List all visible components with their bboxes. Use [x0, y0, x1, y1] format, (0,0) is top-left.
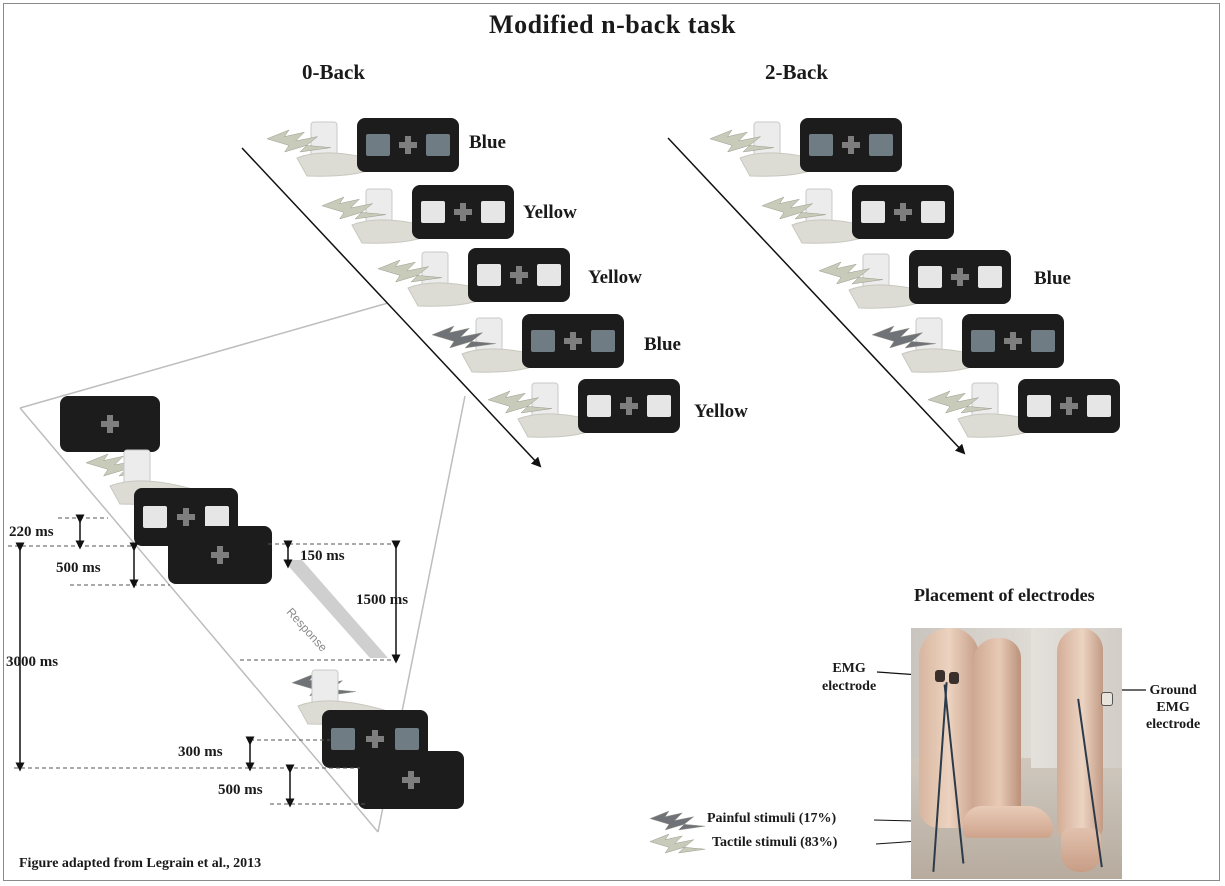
leg-icon	[311, 669, 339, 705]
right-square	[869, 134, 893, 156]
electrodes-title: Placement of electrodes	[914, 585, 1095, 605]
fixation-cross-icon	[1060, 397, 1078, 415]
fixation-cross-icon	[402, 771, 420, 789]
fixation-cross-icon	[842, 136, 860, 154]
fixation-cross-icon	[211, 546, 229, 564]
trial	[818, 250, 1011, 309]
right-square	[426, 134, 450, 156]
left-square	[861, 201, 885, 223]
fixation-cross-icon	[1004, 332, 1022, 350]
response-bar	[283, 560, 388, 658]
timing-3000ms: 3000 ms	[6, 654, 59, 670]
legend-tactile: Tactile stimuli (83%)	[712, 835, 838, 850]
header-2-back: 2-Back	[765, 60, 828, 84]
right-square	[537, 264, 561, 286]
right-square	[395, 728, 419, 750]
painful-bolt-icon	[431, 325, 496, 349]
trial	[871, 314, 1064, 373]
right-square	[205, 506, 229, 528]
header-0-back: 0-Back	[302, 60, 365, 84]
left-square	[809, 134, 833, 156]
left-square	[587, 395, 611, 417]
timing-220ms: 220 ms	[9, 524, 54, 540]
fixation-cross-icon	[510, 266, 528, 284]
left-square	[143, 506, 167, 528]
trial	[487, 379, 680, 438]
fixation-cross-icon	[399, 136, 417, 154]
tactile-bolt-icon	[487, 390, 552, 414]
fixation-cross-icon	[177, 508, 195, 526]
left-square	[477, 264, 501, 286]
tactile-bolt-icon	[761, 196, 826, 220]
figure-border	[3, 3, 1220, 881]
trial	[266, 118, 459, 177]
fixation-cross-icon	[951, 268, 969, 286]
timeline-2back	[667, 137, 966, 455]
left-square	[421, 201, 445, 223]
tactile-bolt-icon	[649, 833, 706, 854]
fixation-cross-icon	[894, 203, 912, 221]
figure-title: Modified n-back task	[489, 10, 736, 39]
figure-caption: Figure adapted from Legrain et al., 2013	[19, 856, 262, 871]
tactile-bolt-icon	[818, 261, 883, 285]
emg-electrode-icon	[949, 672, 959, 684]
timing-150ms: 150 ms	[300, 548, 345, 564]
right-square	[481, 201, 505, 223]
fixation-cross-icon	[366, 730, 384, 748]
right-square	[921, 201, 945, 223]
zoom-line-left	[19, 302, 389, 409]
tactile-bolt-icon	[266, 129, 331, 153]
fixation-cross-icon	[564, 332, 582, 350]
left-square	[1027, 395, 1051, 417]
tactile-bolt-icon	[321, 196, 386, 220]
right-square	[591, 330, 615, 352]
left-square	[331, 728, 355, 750]
left-square	[971, 330, 995, 352]
trial-label: Blue	[1034, 268, 1071, 289]
painful-bolt-icon	[649, 810, 706, 831]
emg-electrode-icon	[935, 670, 945, 682]
left-square	[918, 266, 942, 288]
trial-label: Blue	[644, 334, 681, 355]
trial	[431, 314, 624, 373]
left-square	[366, 134, 390, 156]
timing-500ms-b: 500 ms	[218, 782, 263, 798]
trial-label: Yellow	[523, 202, 577, 223]
timing-1500ms: 1500 ms	[356, 592, 409, 608]
fixation-cross-icon	[454, 203, 472, 221]
timing-500ms-a: 500 ms	[56, 560, 101, 576]
trial-label: Yellow	[694, 401, 748, 422]
tactile-bolt-icon	[927, 390, 992, 414]
right-square	[978, 266, 1002, 288]
trial	[761, 185, 954, 244]
zoom-diagonal	[19, 407, 379, 833]
trial	[927, 379, 1120, 438]
trial	[709, 118, 902, 177]
electrode-photo	[911, 628, 1122, 879]
ground-electrode-icon	[1101, 692, 1113, 706]
timing-300ms: 300 ms	[178, 744, 223, 760]
fixation-cross-icon	[101, 415, 119, 433]
right-square	[1087, 395, 1111, 417]
legend-painful: Painful stimuli (17%)	[707, 811, 837, 826]
left-square	[531, 330, 555, 352]
right-square	[647, 395, 671, 417]
painful-bolt-icon	[871, 325, 936, 349]
leg-icon	[123, 449, 151, 485]
trial-label: Yellow	[588, 267, 642, 288]
fixation-cross-icon	[620, 397, 638, 415]
right-square	[1031, 330, 1055, 352]
timeline-0back	[241, 147, 542, 468]
tactile-bolt-icon	[709, 129, 774, 153]
trial	[377, 248, 570, 307]
tactile-bolt-icon	[377, 259, 442, 283]
trial	[321, 185, 514, 244]
trial-label: Blue	[469, 132, 506, 153]
